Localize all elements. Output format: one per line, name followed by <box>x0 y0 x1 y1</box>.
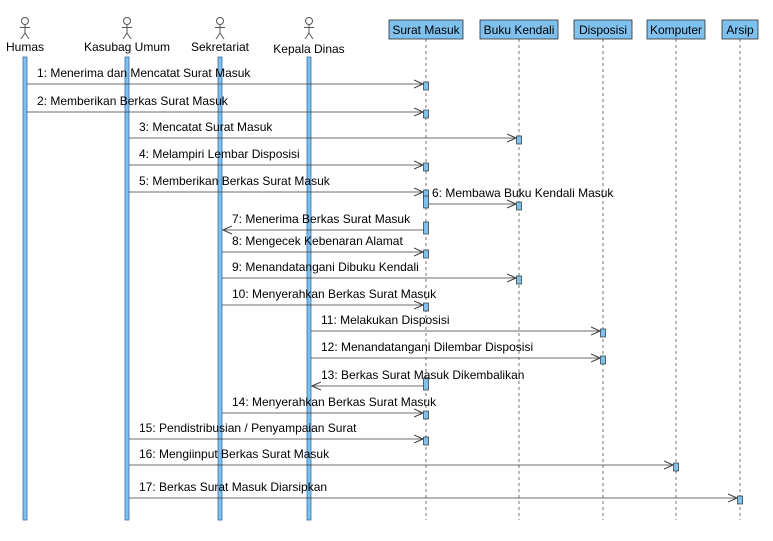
actor-label: Kasubag Umum <box>84 40 170 54</box>
message-label: 13: Berkas Surat Masuk Dikembalikan <box>321 368 524 382</box>
object-label: Disposisi <box>579 23 627 37</box>
message-16: 16: Mengiinput Berkas Surat Masuk <box>129 447 679 472</box>
activation-box <box>423 436 429 446</box>
message-label: 14: Menyerahkan Berkas Surat Masuk <box>232 395 437 409</box>
lifeline-kasubag <box>124 56 130 521</box>
message-label: 6: Membawa Buku Kendali Masuk <box>432 186 614 200</box>
object-box <box>573 19 633 40</box>
actor-kepala: Kepala Dinas <box>273 17 345 56</box>
message-14: 14: Menyerahkan Berkas Surat Masuk <box>222 395 437 420</box>
activation-box <box>600 328 606 338</box>
activation-box <box>423 410 429 420</box>
message-label: 11: Melakukan Disposisi <box>321 313 450 327</box>
message-17: 17: Berkas Surat Masuk Diarsipkan <box>129 480 743 505</box>
object-buku: Buku Kendali <box>479 19 559 40</box>
object-disposisi: Disposisi <box>573 19 633 40</box>
message-label: 9: Menandatangani Dibuku Kendali <box>232 260 419 274</box>
message-label: 5: Memberikan Berkas Surat Masuk <box>139 174 331 188</box>
message-2: 2: Memberikan Berkas Surat Masuk <box>27 94 429 119</box>
activation-box <box>516 135 522 145</box>
message-10: 10: Menyerahkan Berkas Surat Masuk <box>222 287 437 312</box>
message-label: 12: Menandatangani Dilembar Disposisi <box>321 340 533 354</box>
object-label: Surat Masuk <box>392 23 460 37</box>
message-label: 17: Berkas Surat Masuk Diarsipkan <box>139 480 327 494</box>
object-arsip: Arsip <box>721 19 759 40</box>
message-label: 10: Menyerahkan Berkas Surat Masuk <box>232 287 437 301</box>
message-7: 7: Menerima Berkas Surat Masuk <box>223 212 429 234</box>
activation-box <box>423 81 429 91</box>
messages-layer: 1: Menerima dan Mencatat Surat Masuk 2: M… <box>27 66 743 505</box>
message-label: 3: Mencatat Surat Masuk <box>139 120 273 134</box>
object-box <box>646 19 706 40</box>
message-label: 7: Menerima Berkas Surat Masuk <box>232 212 411 226</box>
message-label: 15: Pendistribusian / Penyampaian Surat <box>139 421 357 435</box>
activation-box <box>423 221 429 235</box>
actor-stick-figure-icon <box>122 17 132 40</box>
actor-kasubag: Kasubag Umum <box>84 17 170 54</box>
message-13: 13: Berkas Surat Masuk Dikembalikan <box>312 368 524 390</box>
activation-box <box>423 249 429 259</box>
message-9: 9: Menandatangani Dibuku Kendali <box>222 260 522 285</box>
object-box <box>721 19 759 40</box>
actor-stick-figure-icon <box>215 17 225 40</box>
activation-box <box>673 462 679 472</box>
message-8: 8: Mengecek Kebenaran Alamat <box>222 234 429 259</box>
message-label: 8: Mengecek Kebenaran Alamat <box>232 234 403 248</box>
object-label: Arsip <box>726 23 754 37</box>
actor-label: Humas <box>6 40 44 54</box>
lifeline-kepala <box>306 56 312 521</box>
message-label: 16: Mengiinput Berkas Surat Masuk <box>139 447 330 461</box>
actor-sekretariat: Sekretariat <box>191 17 250 54</box>
object-box <box>479 19 559 40</box>
object-box <box>388 19 464 40</box>
activation-box <box>737 495 743 505</box>
message-15: 15: Pendistribusian / Penyampaian Surat <box>129 421 429 446</box>
lifelines-layer <box>22 39 741 521</box>
object-label: Komputer <box>650 23 702 37</box>
activation-box <box>600 355 606 365</box>
activation-box <box>423 377 429 391</box>
actor-label: Kepala Dinas <box>273 42 344 56</box>
message-label: 4: Melampiri Lembar Disposisi <box>139 147 300 161</box>
activation-box <box>423 162 429 172</box>
message-4: 4: Melampiri Lembar Disposisi <box>129 147 429 172</box>
message-11: 11: Melakukan Disposisi <box>311 313 606 338</box>
message-1: 1: Menerima dan Mencatat Surat Masuk <box>27 66 429 91</box>
message-12: 12: Menandatangani Dilembar Disposisi <box>311 340 606 365</box>
message-3: 3: Mencatat Surat Masuk <box>129 120 522 145</box>
actor-stick-figure-icon <box>20 17 30 40</box>
message-5: 5: Memberikan Berkas Surat Masuk <box>129 174 429 199</box>
activation-box <box>423 109 429 119</box>
participant-heads-layer: Humas Kasubag Umum Sekretariat Kepala Dinas… <box>6 17 759 56</box>
message-label: 2: Memberikan Berkas Surat Masuk <box>37 94 229 108</box>
activation-box <box>423 195 429 209</box>
actor-stick-figure-icon <box>304 17 314 40</box>
object-surat: Surat Masuk <box>388 19 464 40</box>
message-label: 1: Menerima dan Mencatat Surat Masuk <box>37 66 251 80</box>
object-label: Buku Kendali <box>484 23 555 37</box>
activation-box <box>516 201 522 211</box>
message-6: 6: Membawa Buku Kendali Masuk <box>423 186 614 211</box>
actor-humas: Humas <box>6 17 44 54</box>
actor-label: Sekretariat <box>191 40 250 54</box>
object-komputer: Komputer <box>646 19 706 40</box>
lifeline-sekretariat <box>217 56 223 521</box>
lifeline-humas <box>22 56 28 521</box>
activation-box <box>423 302 429 312</box>
activation-box <box>516 275 522 285</box>
